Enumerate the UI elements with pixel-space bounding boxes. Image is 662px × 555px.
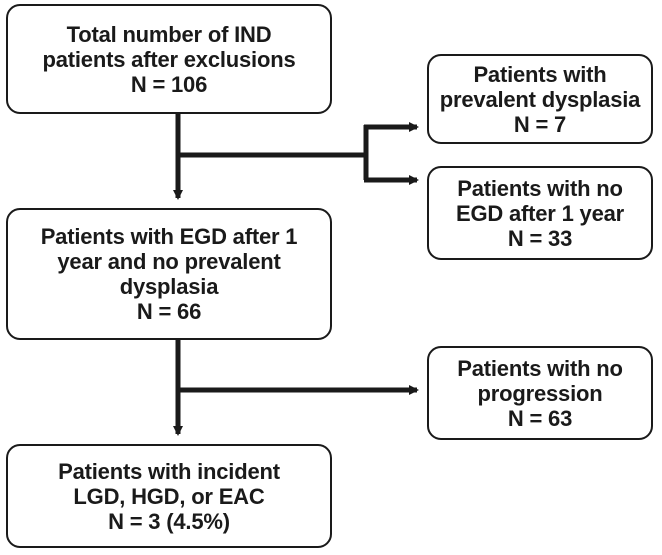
box-total-patients: Total number of IND patients after exclu… — [6, 4, 332, 114]
box-prevalent-line1: Patients with — [473, 61, 607, 87]
box-incident-count: N = 3 (4.5%) — [108, 508, 230, 534]
box-incident: Patients with incident LGD, HGD, or EAC … — [6, 444, 332, 548]
box-egd-line3: dysplasia — [119, 274, 219, 299]
box-total-line2: patients after exclusions — [42, 46, 296, 72]
box-no-egd-line2: EGD after 1 year — [456, 200, 624, 226]
box-no-progression-count: N = 63 — [507, 405, 573, 431]
box-total-line1: Total number of IND — [66, 21, 272, 47]
box-no-egd: Patients with no EGD after 1 year N = 33 — [427, 166, 653, 260]
box-no-progression-line1: Patients with no — [457, 355, 623, 381]
box-incident-line1: Patients with incident — [58, 458, 280, 484]
box-total-count: N = 106 — [130, 71, 208, 97]
box-egd-no-dysplasia: Patients with EGD after 1 year and no pr… — [6, 208, 332, 340]
box-prevalent-dysplasia: Patients with prevalent dysplasia N = 7 — [427, 54, 653, 144]
box-no-progression-line2: progression — [477, 380, 603, 406]
box-no-egd-count: N = 33 — [507, 225, 573, 251]
box-no-progression: Patients with no progression N = 63 — [427, 346, 653, 440]
box-prevalent-count: N = 7 — [513, 111, 567, 137]
box-egd-line1: Patients with EGD after 1 — [40, 224, 298, 249]
box-egd-line2: year and no prevalent — [57, 249, 281, 274]
box-no-egd-line1: Patients with no — [457, 175, 623, 201]
box-prevalent-line2: prevalent dysplasia — [439, 86, 641, 112]
box-incident-line2: LGD, HGD, or EAC — [73, 483, 265, 509]
box-egd-count: N = 66 — [136, 299, 202, 324]
